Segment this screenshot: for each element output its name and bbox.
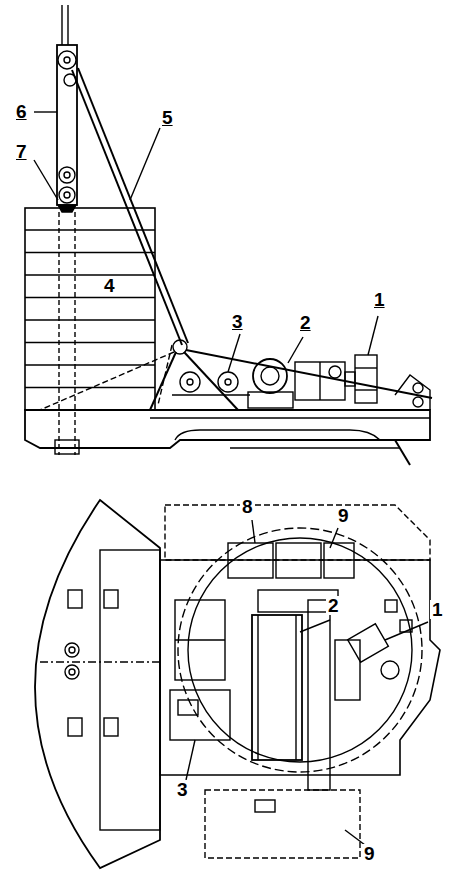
callout-number: 2 <box>326 596 341 615</box>
callout-number: 4 <box>102 276 117 295</box>
callout-number: 6 <box>14 102 29 121</box>
callout-number: 9 <box>362 844 377 863</box>
weight-plate-line <box>25 342 155 343</box>
callout-number: 2 <box>298 313 313 332</box>
callout-number: 9 <box>336 506 351 525</box>
weight-plate-line <box>25 252 155 253</box>
callout-number: 1 <box>372 290 387 309</box>
callout-number: 7 <box>14 142 29 161</box>
weight-plate-line <box>25 364 155 365</box>
weight-plate-line <box>25 229 155 230</box>
callout-number: 3 <box>230 312 245 331</box>
weight-plate-line <box>25 297 155 298</box>
weight-plate-line <box>25 319 155 320</box>
side-view <box>25 5 432 465</box>
weight-plate-line <box>25 274 155 275</box>
callout-number: 3 <box>175 780 190 799</box>
plan-view <box>35 500 440 868</box>
callout-number: 1 <box>430 600 445 619</box>
callout-number: 5 <box>160 108 175 127</box>
callout-number: 8 <box>240 497 255 516</box>
